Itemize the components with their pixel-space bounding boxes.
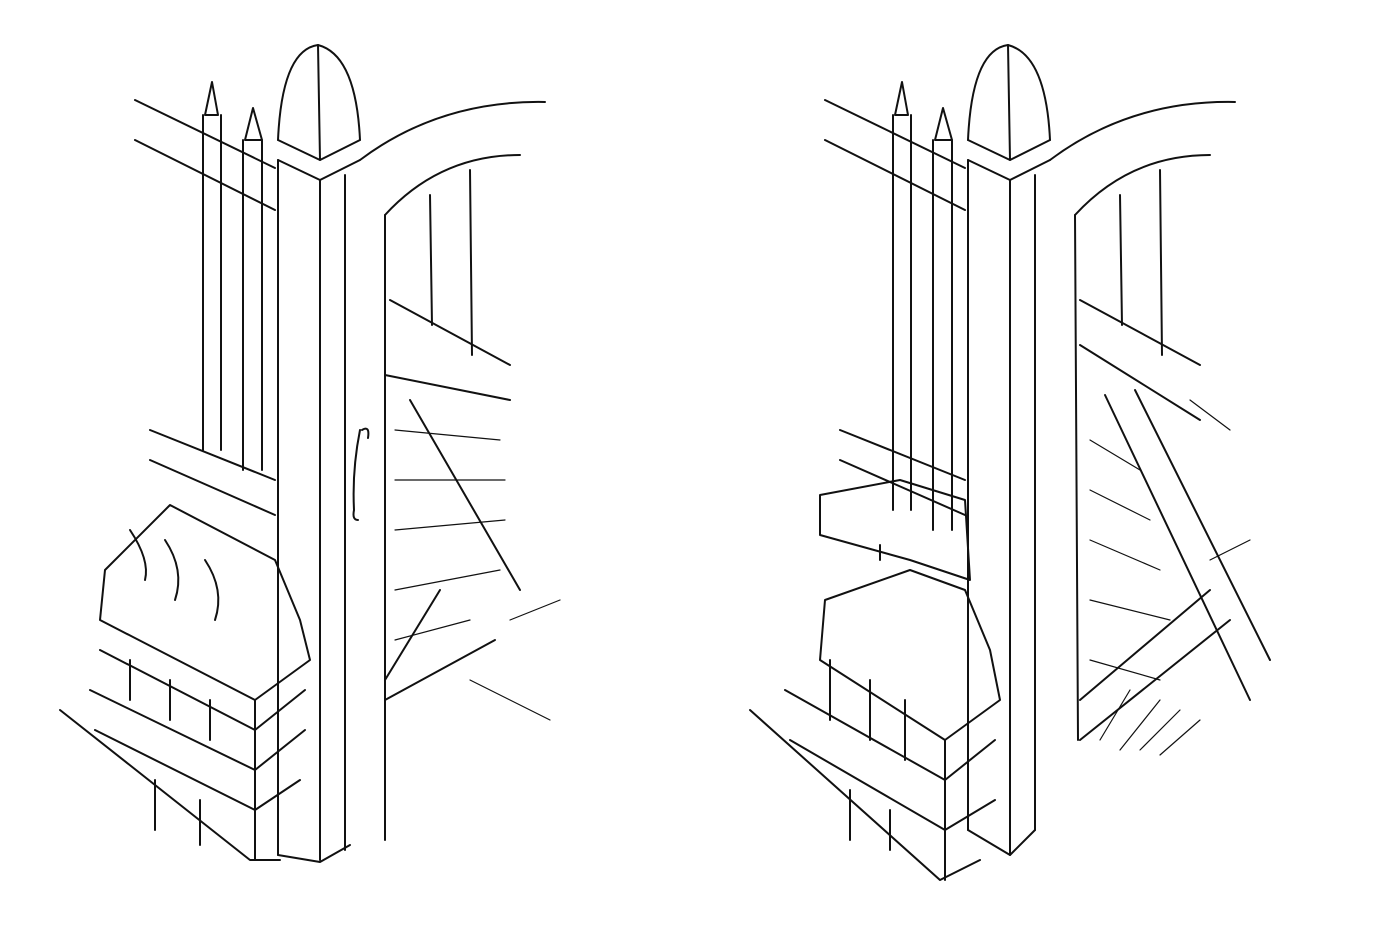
gate-frame xyxy=(1049,100,1271,741)
gate-post-sketch-right xyxy=(749,44,1271,881)
shadow-hatching xyxy=(394,429,561,721)
brick-pier xyxy=(749,479,1001,881)
fence-pickets xyxy=(202,81,263,471)
brick-pier xyxy=(59,504,311,861)
gate-handle xyxy=(352,427,370,521)
fence-rails xyxy=(824,99,966,516)
fence-pickets xyxy=(892,81,953,531)
fence-rails xyxy=(134,99,276,516)
shadow-hatching xyxy=(1089,399,1251,756)
gate-post xyxy=(277,44,361,863)
gate-post xyxy=(967,44,1051,856)
gate-post-sketch-left xyxy=(59,44,561,863)
